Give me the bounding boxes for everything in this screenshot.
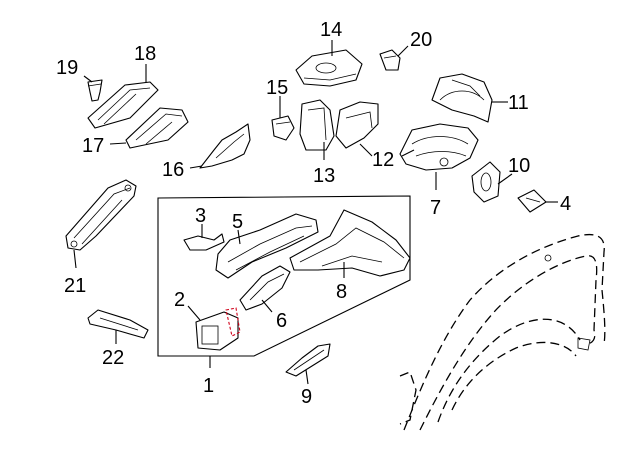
part-2-bumper-mount[interactable] (195, 307, 241, 351)
part-6-rail-lower[interactable] (239, 265, 291, 311)
callout-8: 8 (336, 281, 347, 303)
part-18-rail-extension[interactable] (87, 81, 159, 129)
leader-10 (497, 173, 513, 185)
callout-11: 11 (508, 92, 529, 114)
callout-17: 17 (82, 135, 104, 157)
part-4-small-plate[interactable] (517, 189, 547, 213)
callout-22: 22 (102, 347, 124, 369)
callout-1: 1 (203, 375, 214, 397)
callout-6: 6 (276, 310, 287, 332)
leader-19 (83, 75, 93, 83)
part-14-strut-tower-top[interactable] (295, 49, 363, 87)
part-10-plate[interactable] (471, 161, 501, 203)
callout-20: 20 (410, 29, 432, 51)
leader-2 (187, 305, 201, 321)
callout-12: 12 (372, 149, 394, 171)
part-3-small-bracket[interactable] (183, 233, 225, 251)
callout-9: 9 (301, 386, 312, 408)
leader-12-upper (359, 143, 373, 157)
part-12-upper-panel[interactable] (335, 101, 379, 149)
part-11-wheelhouse-upper[interactable] (431, 73, 493, 123)
assembly-group-box (157, 195, 411, 357)
part-7-wheelhouse-lower[interactable] (399, 123, 479, 171)
leader-12-lower (401, 149, 415, 157)
part-13-inner-panel[interactable] (299, 99, 335, 151)
callout-21: 21 (64, 275, 86, 297)
fender-outline (399, 233, 606, 431)
part-8-main-rail[interactable] (289, 209, 411, 277)
part-16-bracket[interactable] (199, 123, 251, 169)
part-22-lower-bracket[interactable] (87, 309, 149, 339)
callout-15: 15 (266, 77, 288, 99)
part-15-small-bracket[interactable] (271, 115, 295, 141)
callout-14: 14 (320, 19, 342, 41)
callout-18: 18 (134, 43, 156, 65)
leader-20 (397, 45, 409, 57)
callout-3: 3 (195, 205, 206, 227)
part-5-rail-front[interactable] (215, 213, 319, 279)
callout-2: 2 (174, 289, 185, 311)
part-20-clip[interactable] (379, 49, 401, 71)
leader-5 (237, 229, 241, 245)
part-9-lower-reinforcement[interactable] (285, 343, 331, 377)
callout-16: 16 (162, 159, 184, 181)
part-19-clip[interactable] (87, 79, 103, 102)
callout-10: 10 (508, 155, 530, 177)
callout-13: 13 (313, 165, 335, 187)
callout-19: 19 (56, 57, 78, 79)
leader-21 (73, 249, 77, 269)
part-21-support-rail[interactable] (65, 179, 137, 251)
callout-7: 7 (430, 197, 441, 219)
leader-9 (305, 369, 309, 385)
leader-6 (261, 299, 273, 313)
leader-16 (189, 165, 203, 169)
callout-4: 4 (560, 193, 571, 215)
leader-17 (109, 142, 127, 145)
callout-5: 5 (232, 211, 243, 233)
part-17-rail-reinforcement[interactable] (125, 107, 189, 149)
